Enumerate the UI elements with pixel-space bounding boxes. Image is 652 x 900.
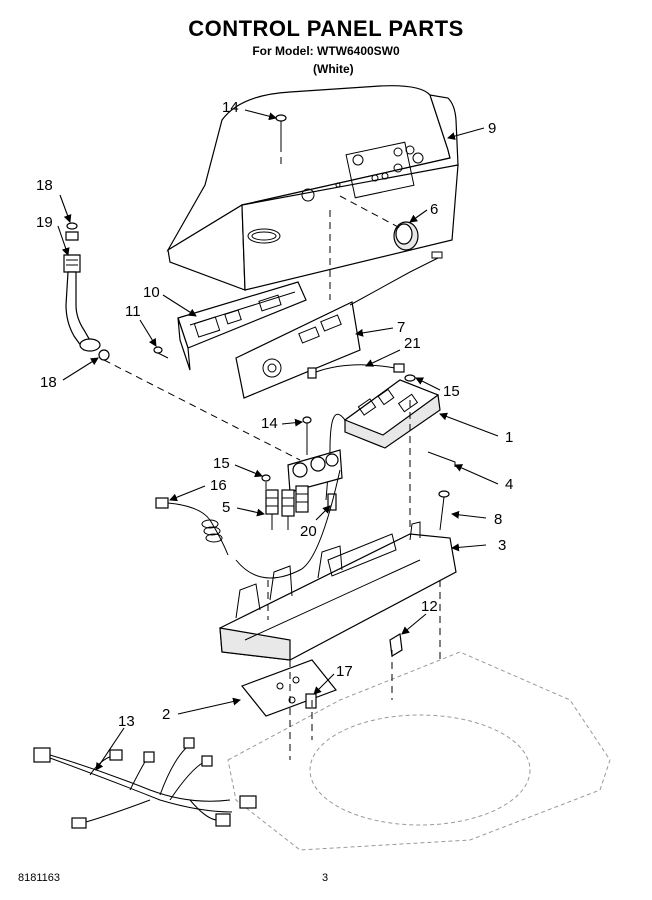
callout-7: 7 — [397, 319, 405, 336]
color-variant: (White) — [313, 62, 354, 76]
screw-middle — [302, 416, 312, 448]
screw-base — [389, 633, 403, 657]
callout-2: 2 — [162, 706, 170, 723]
mounting-plate — [241, 659, 337, 717]
callout-15-left: 15 — [213, 455, 230, 472]
callout-14-top: 14 — [222, 99, 239, 116]
callout-14-middle: 14 — [261, 415, 278, 432]
water-valve — [265, 449, 343, 530]
callout-21: 21 — [404, 335, 421, 352]
model-line: For Model: WTW6400SW0 — [252, 44, 400, 58]
knob — [393, 221, 419, 251]
callout-3: 3 — [498, 537, 506, 554]
callout-9: 9 — [488, 120, 496, 137]
screw-right — [438, 490, 450, 531]
callout-16: 16 — [210, 477, 227, 494]
screw-bracket — [153, 346, 169, 359]
callout-6: 6 — [430, 201, 438, 218]
machine-control — [325, 379, 441, 501]
screw-control — [404, 374, 416, 382]
wire-connector — [307, 363, 405, 379]
callout-4: 4 — [505, 476, 513, 493]
callout-17: 17 — [336, 663, 353, 680]
document-number: 8181163 — [18, 872, 61, 884]
callout-8: 8 — [494, 511, 502, 528]
cabinet-top-outline — [227, 651, 611, 851]
console-base — [219, 469, 457, 661]
clip — [305, 693, 317, 709]
callout-11: 11 — [125, 303, 141, 320]
console-assembly — [166, 85, 459, 291]
callout-19: 19 — [36, 214, 53, 231]
user-interface-board — [235, 251, 443, 399]
callout-1: 1 — [505, 429, 513, 446]
callout-12: 12 — [421, 598, 438, 615]
callout-18-bottom: 18 — [40, 374, 57, 391]
callout-20: 20 — [300, 523, 317, 540]
page-title: CONTROL PANEL PARTS — [188, 16, 464, 41]
callout-10: 10 — [143, 284, 160, 301]
valve-wire — [155, 497, 229, 556]
screw-valve — [261, 474, 271, 482]
callout-18-top: 18 — [36, 177, 53, 194]
callout-5: 5 — [222, 499, 230, 516]
wire-harness — [33, 737, 257, 829]
rod — [427, 451, 456, 467]
page-number: 3 — [322, 872, 329, 884]
callout-15-right: 15 — [443, 383, 460, 400]
fill-tube-assembly — [63, 222, 110, 361]
callout-13: 13 — [118, 713, 135, 730]
control-bracket — [177, 281, 307, 371]
